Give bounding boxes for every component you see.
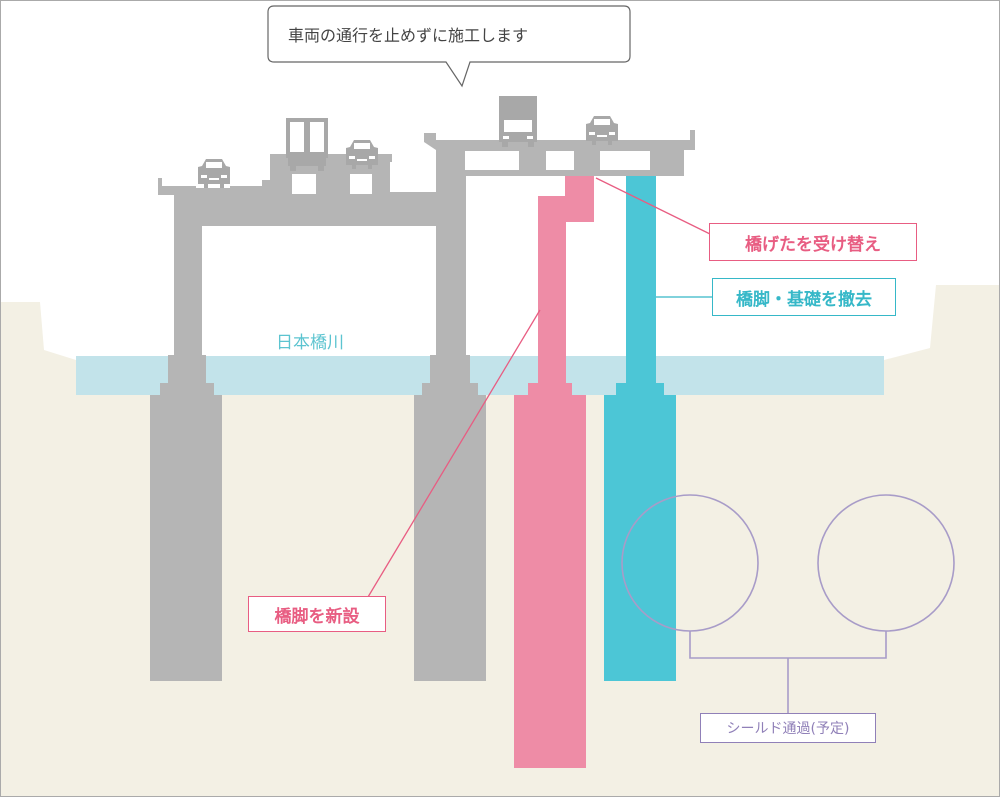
girder-replace-label: 橋げたを受け替え	[709, 223, 917, 261]
river-label: 日本橋川	[276, 333, 344, 353]
car-icon	[586, 116, 618, 145]
leader-lines	[367, 177, 712, 598]
ground-area	[0, 285, 1000, 797]
truck-icon	[286, 118, 328, 171]
new-pier-label: 橋脚を新設	[248, 596, 386, 632]
car-icon	[198, 159, 230, 188]
callout-text: 車両の通行を止めずに施工します	[288, 26, 529, 45]
shield-label: シールド通過(予定)	[700, 713, 876, 743]
shield-tunnels	[621, 494, 955, 714]
speech-bubble	[267, 5, 631, 88]
removed-pier	[604, 176, 676, 681]
new-pier	[514, 176, 594, 768]
car-icon	[346, 140, 378, 169]
pier-remove-label: 橋脚・基礎を撤去	[712, 278, 896, 316]
truck-icon	[499, 96, 537, 147]
deck-openings	[292, 151, 650, 194]
